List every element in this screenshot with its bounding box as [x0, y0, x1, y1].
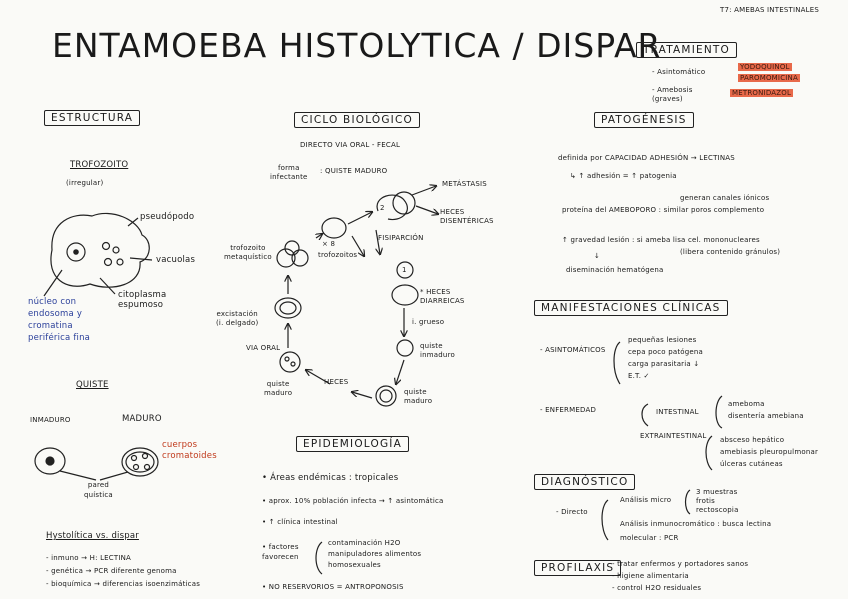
trofozoitos-label: trofozoitos: [318, 251, 358, 259]
fisiparcion-label: FISIPARCIÓN: [378, 234, 424, 242]
diagnostico-box: DIAGNÓSTICO: [534, 474, 636, 490]
forma-val: : QUISTE MADURO: [320, 167, 388, 175]
estructura-box: ESTRUCTURA: [44, 110, 141, 126]
diag-item-1: Análisis micro: [620, 496, 672, 504]
pato-line-1: definida por CAPACIDAD ADHESIÓN → LECTIN…: [558, 154, 735, 162]
excistacion-label: excistación(i. delgado): [216, 310, 259, 327]
manif-intestinal: INTESTINAL: [656, 408, 699, 416]
irregular-label: (irregular): [66, 179, 104, 187]
epidemiologia-box: EPIDEMIOLOGÍA: [296, 436, 409, 452]
pato-line-7: ↓: [594, 252, 601, 260]
trat-asint: - Asintomático: [652, 68, 706, 76]
epi-item-5: • NO RESERVORIOS = ANTROPONOSIS: [262, 583, 404, 591]
pato-line-5: ↑ gravedad lesión : si ameba lisa cel. m…: [562, 236, 760, 244]
diag-item-3: molecular : PCR: [620, 534, 679, 542]
heces-label: HECES: [324, 378, 349, 386]
patogenesis-box: PATOGÉNESIS: [594, 112, 694, 128]
hvd-title: Hystolítica vs. dispar: [46, 531, 139, 541]
manif-enfermedad: - ENFERMEDAD: [540, 406, 597, 414]
maduro-label: MADURO: [122, 414, 162, 424]
diag-directo: - Directo: [556, 508, 588, 516]
num-2: 2: [380, 204, 385, 212]
epi-item-4: • factores favorecen: [262, 543, 299, 561]
pato-line-2: ↳ ↑ adhesión = ↑ patogenia: [570, 172, 677, 180]
inmaduro-label: INMADURO: [30, 416, 71, 424]
ciclo-sub: DIRECTO VIA ORAL - FECAL: [300, 141, 401, 149]
pato-line-6: (libera contenido gránulos): [680, 248, 781, 256]
tratamiento-box: TRATAMIENTO: [636, 42, 737, 58]
trofozoito-label: TROFOZOITO: [70, 160, 129, 170]
via-oral-label: VIA ORAL: [246, 344, 281, 352]
manif-asint: - ASINTOMÁTICOS: [540, 346, 606, 354]
num-1: 1: [402, 266, 407, 274]
profilaxis-box: PROFILAXIS: [534, 560, 622, 576]
pato-line-4: proteína del AMEBOPORO : similar poros c…: [562, 206, 765, 214]
epi-item-3: • ↑ clínica intestinal: [262, 518, 338, 526]
immature-cyst: [34, 447, 66, 475]
page-title: ENTAMOEBA HISTOLYTICA / DISPAR: [52, 26, 662, 65]
epi-item-2: • aprox. 10% población infecta → ↑ asint…: [262, 497, 444, 505]
trophozoite-body: [50, 212, 150, 288]
i-grueso-label: i. grueso: [412, 318, 445, 326]
metastasis-label: METÁSTASIS: [442, 180, 487, 188]
citoplasma-label: citoplasma espumoso: [118, 290, 167, 310]
mature-cyst: [121, 447, 159, 477]
pato-line-3: generan canales iónicos: [680, 194, 770, 202]
trat-amebosis: - Amebosis(graves): [652, 86, 693, 103]
manif-extra: EXTRAINTESTINAL: [640, 432, 707, 440]
nucleus-inner: [73, 249, 79, 255]
quiste-label: QUISTE: [76, 380, 109, 390]
x8-label: × 8: [322, 240, 336, 248]
header-tag: T7: AMEBAS INTESTINALES: [720, 6, 819, 14]
vacuolas-label: vacuolas: [156, 255, 196, 265]
nucleus-outer: [66, 242, 86, 262]
profilaxis-list: - tratar enfermos y portadores sanos- hi…: [612, 560, 749, 592]
hvd-list: - inmuno → H: LECTINA- genética → PCR di…: [46, 554, 201, 588]
trat-asint-drugs: YODOQUINOL PAROMOMICINA: [738, 63, 800, 82]
ciclo-box: CICLO BIOLÓGICO: [294, 112, 420, 128]
pseudopodo-label: pseudópodo: [140, 212, 195, 222]
epi-item-1: • Áreas endémicas : tropicales: [262, 473, 399, 483]
diag-item-2: Análisis inmunocromático : busca lectina: [620, 520, 772, 528]
manifestaciones-box: MANIFESTACIONES CLÍNICAS: [534, 300, 728, 316]
pato-line-8: diseminación hematógena: [566, 266, 664, 274]
trat-amebosis-drug: METRONIDAZOL: [730, 89, 794, 97]
